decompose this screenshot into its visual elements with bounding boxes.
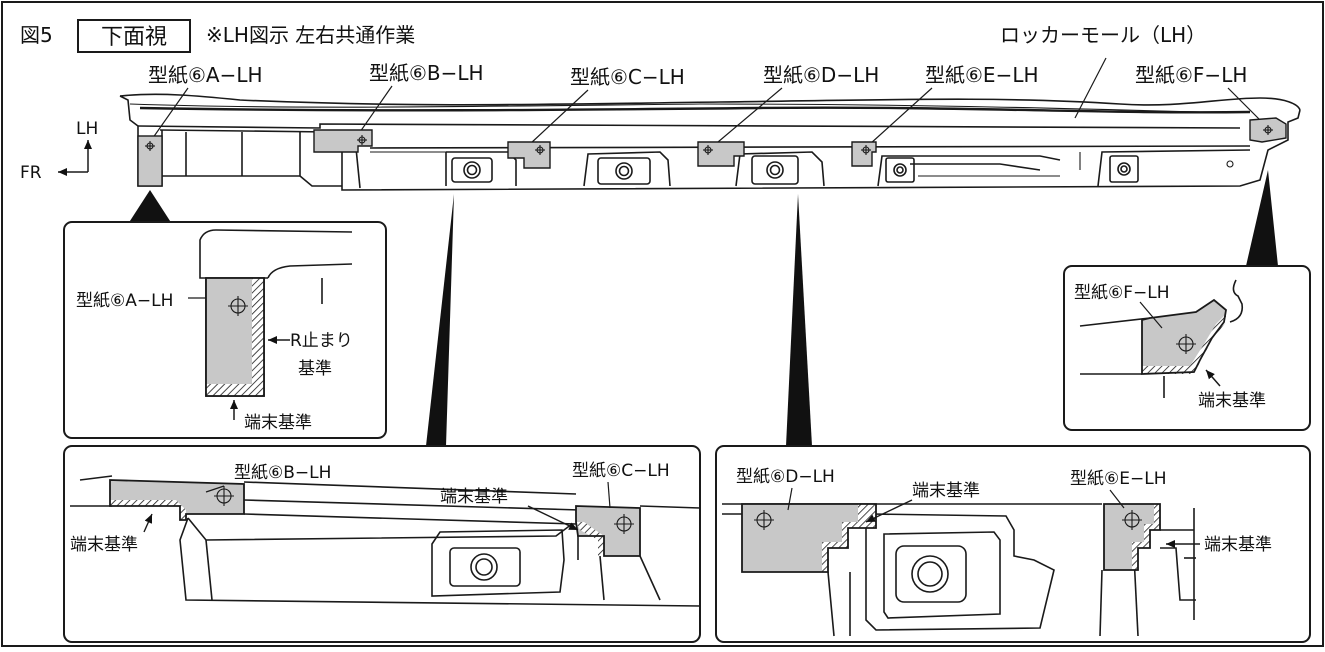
pointer-f bbox=[1246, 170, 1278, 266]
panel-bc-end-ref-left-label: 端末基準 bbox=[70, 535, 138, 555]
overview-template-e bbox=[851, 141, 877, 167]
panel-f-end-ref-label: 端末基準 bbox=[1198, 391, 1266, 411]
detail-panel-de: 型紙⑥D−LH 端末基準 型紙⑥E−LH 端末基準 bbox=[715, 445, 1311, 643]
direction-fr-label: FR bbox=[20, 163, 42, 183]
panel-bc-template-b-label: 型紙⑥B−LH bbox=[234, 463, 331, 483]
detail-panel-a: 型紙⑥A−LH R止まり 基準 端末基準 bbox=[63, 221, 387, 439]
overview-template-c bbox=[507, 141, 551, 169]
panel-bc-end-ref-right-label: 端末基準 bbox=[440, 487, 508, 507]
pointer-de bbox=[786, 194, 812, 446]
callout-pointers bbox=[128, 170, 1278, 446]
figure-note: ※LH図示 左右共通作業 bbox=[206, 23, 415, 47]
pointer-bc bbox=[426, 194, 454, 446]
detail-panel-bc: 型紙⑥B−LH 型紙⑥C−LH 端末基準 端末基準 bbox=[63, 445, 701, 643]
panel-f-template-label: 型紙⑥F−LH bbox=[1074, 283, 1170, 303]
panel-a-template-label: 型紙⑥A−LH bbox=[76, 291, 173, 311]
panel-de-end-ref-right-label: 端末基準 bbox=[1204, 535, 1272, 555]
label-template-c: 型紙⑥C−LH bbox=[570, 65, 685, 89]
label-template-b: 型紙⑥B−LH bbox=[369, 61, 484, 85]
panel-de-end-ref-mid-label: 端末基準 bbox=[912, 481, 980, 501]
label-template-d: 型紙⑥D−LH bbox=[763, 63, 879, 87]
overview-template-a bbox=[137, 135, 163, 187]
rocker-molding-overview bbox=[119, 93, 1301, 191]
figure-number: 図5 bbox=[20, 23, 53, 47]
direction-indicator: LH FR bbox=[20, 119, 98, 183]
panel-de-template-d-label: 型紙⑥D−LH bbox=[736, 467, 835, 487]
panel-bc-template-c-label: 型紙⑥C−LH bbox=[572, 461, 670, 481]
view-title-box bbox=[77, 19, 191, 53]
part-name-label: ロッカーモール（LH） bbox=[1000, 23, 1206, 47]
part-name-leader bbox=[1074, 57, 1107, 119]
detail-panel-f: 型紙⑥F−LH 端末基準 bbox=[1063, 265, 1311, 431]
panel-a-r-stop-label-1: R止まり bbox=[290, 331, 353, 351]
label-template-a: 型紙⑥A−LH bbox=[148, 63, 263, 87]
label-template-f: 型紙⑥F−LH bbox=[1135, 63, 1247, 87]
panel-a-r-stop-label-2: 基準 bbox=[298, 359, 332, 379]
panel-de-template-e-label: 型紙⑥E−LH bbox=[1070, 469, 1166, 489]
view-title: 下面視 bbox=[101, 25, 167, 50]
direction-lh-label: LH bbox=[76, 119, 98, 139]
overview-template-b bbox=[313, 129, 373, 153]
label-template-e: 型紙⑥E−LH bbox=[925, 63, 1039, 87]
overview-template-d bbox=[697, 141, 745, 167]
panel-a-end-ref-label: 端末基準 bbox=[244, 413, 312, 433]
pointer-a bbox=[128, 190, 172, 224]
